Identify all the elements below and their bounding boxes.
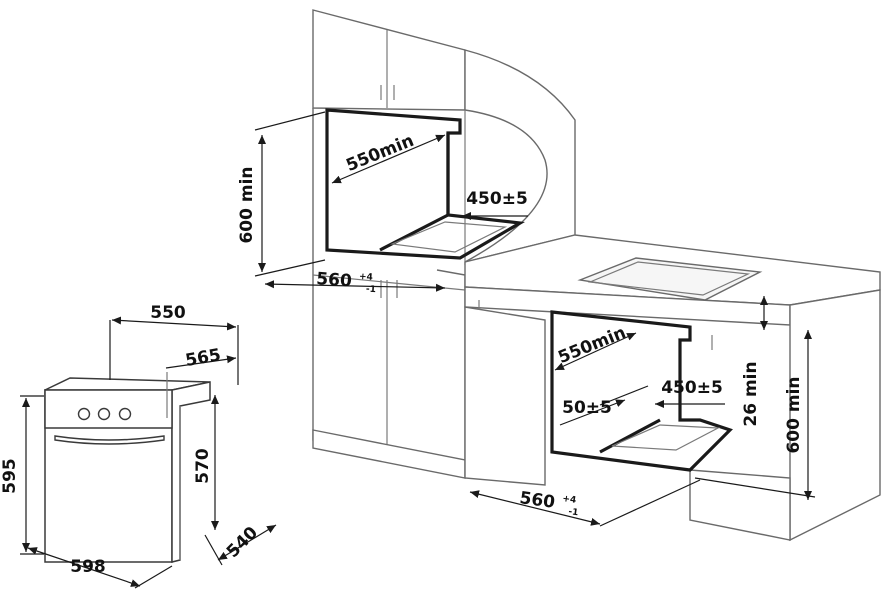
- oven-dim-565: 565: [184, 345, 222, 371]
- base-cabinet: [464, 234, 881, 542]
- lower-width-label: 560 +4 -1: [518, 480, 584, 518]
- lower-cutout: [550, 310, 733, 472]
- upper-cutout: [325, 108, 525, 260]
- oven-unit: [44, 372, 211, 563]
- tall-cabinet: [312, 108, 466, 479]
- lower-vent-label: 450±5: [661, 378, 723, 398]
- lower-width-sup: +4: [562, 494, 577, 506]
- oven-dim-540: 540: [223, 523, 262, 562]
- oven-dim-598: 598: [70, 557, 106, 577]
- upper-width-sup: +4: [359, 272, 373, 283]
- wall-cabinet: [312, 9, 576, 263]
- oven-door-handle[interactable]: [54, 435, 165, 445]
- upper-width-sub: -1: [366, 285, 377, 296]
- upper-height-label: 600 min: [237, 166, 257, 243]
- oven-knob-middle[interactable]: [97, 407, 111, 421]
- oven-dim-570: 570: [193, 448, 213, 484]
- lower-depth-label: 550min: [555, 323, 628, 368]
- upper-vent-label: 450±5: [466, 189, 528, 209]
- lower-top-gap-label: 26 min: [741, 361, 761, 426]
- kitchen-cabinets: [312, 9, 881, 542]
- lower-width-base: 560: [518, 488, 556, 513]
- upper-depth-label: 550min: [343, 131, 416, 176]
- upper-width-base: 560: [316, 269, 353, 291]
- oven-dim-550: 550: [150, 303, 186, 323]
- lower-gap-label: 50±5: [562, 398, 612, 418]
- dimension-lines: [20, 111, 816, 589]
- oven-dim-595: 595: [0, 458, 20, 494]
- upper-width-label: 560 +4 -1: [316, 261, 380, 295]
- oven-knob-right[interactable]: [118, 407, 132, 421]
- lower-height-label: 600 min: [784, 376, 804, 453]
- lower-width-sub: -1: [568, 507, 579, 518]
- oven-knob-left[interactable]: [77, 407, 91, 421]
